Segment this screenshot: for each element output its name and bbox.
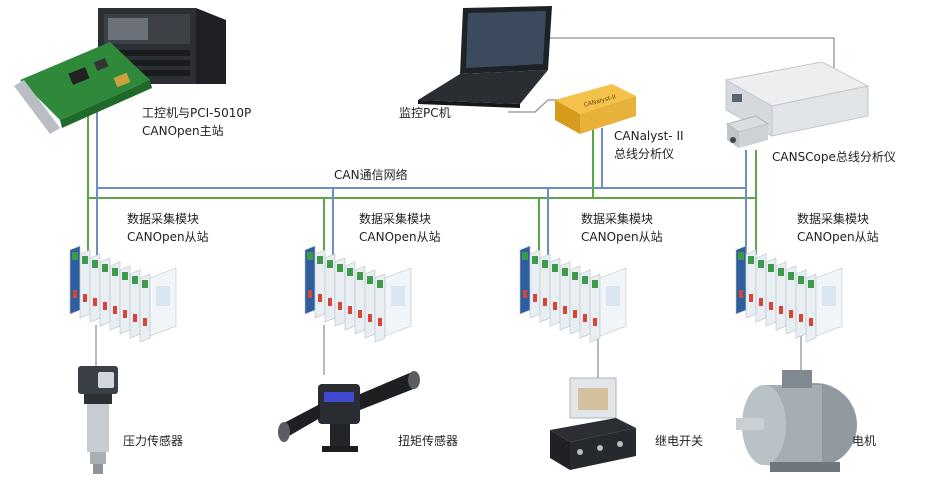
ipc-label-line2: CANOpen主站 [142,124,224,138]
relay-switch [550,377,636,470]
monitor-pc-label: 监控PC机 [399,106,451,120]
module-4-sub: CANOpen从站 [797,230,879,244]
canalyst-label-line2: 总线分析仪 [614,147,675,161]
data-acquisition-module-2 [304,245,412,343]
torque-sensor-label: 扭矩传感器 [398,434,459,448]
data-acquisition-modules [69,245,843,343]
pressure-sensor [78,366,118,474]
module-4-title: 数据采集模块 [797,212,870,226]
data-acquisition-module-3 [519,245,627,343]
ipc-label-line1: 工控机与PCI-5010P [142,106,252,120]
monitor-laptop [418,6,552,108]
canalyst-label-line1: CANalyst- II [614,129,684,143]
electric-motor [736,370,857,472]
module-2-title: 数据采集模块 [359,212,432,226]
relay-label: 继电开关 [655,434,704,448]
canalyst-ii-device: CANalyst-II [555,84,636,134]
module-1-title: 数据采集模块 [127,212,200,226]
module-3-sub: CANOpen从站 [581,230,663,244]
module-2-sub: CANOpen从站 [359,230,441,244]
data-acquisition-module-4 [735,245,843,343]
module-3-title: 数据采集模块 [581,212,654,226]
torque-sensor [278,371,420,452]
canscope-label: CANSCope总线分析仪 [772,150,896,164]
canscope-analyzer [724,61,870,148]
can-bus-label: CAN通信网络 [334,168,408,182]
can-bus-lines [87,112,757,255]
motor-label: 电机 [852,434,877,448]
pci-card [14,42,152,134]
module-1-sub: CANOpen从站 [127,230,209,244]
data-acquisition-module-1 [69,245,177,343]
pressure-sensor-label: 压力传感器 [123,434,184,448]
